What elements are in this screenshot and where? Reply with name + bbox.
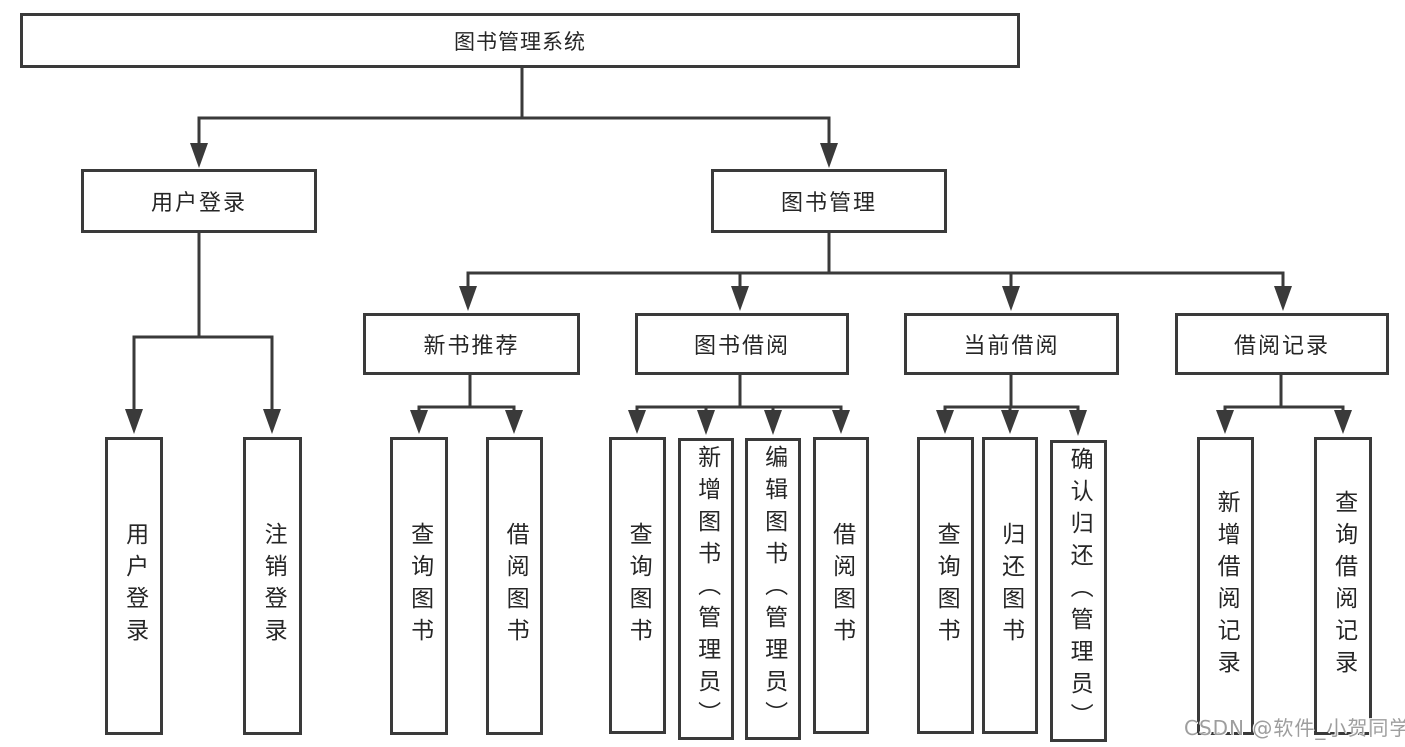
leaf-edit-books-admin-label: 编辑图书（管理员） <box>760 445 787 733</box>
leaf-add-books-admin-label: 新增图书（管理员） <box>693 445 720 733</box>
connector-book-borrowing <box>628 375 850 435</box>
leaf-borrow-books-recommend: 借阅图书 <box>486 437 543 735</box>
leaf-query-books-current-label: 查询图书 <box>933 521 960 650</box>
leaf-user-login: 用户登录 <box>105 437 163 735</box>
connector-current-borrowing <box>936 375 1087 436</box>
leaf-query-borrow-record: 查询借阅记录 <box>1314 437 1372 735</box>
leaf-borrow-books-recommend-label: 借阅图书 <box>502 522 529 650</box>
leaf-confirm-return-admin-label: 确认归还（管理员） <box>1066 447 1093 735</box>
node-borrowing-records-label: 借阅记录 <box>1233 334 1330 359</box>
leaf-borrow-books-borrow-label: 借阅图书 <box>828 521 855 650</box>
node-user-login-label: 用户登录 <box>150 191 247 216</box>
connector-book-management <box>459 233 1292 311</box>
node-book-management: 图书管理 <box>711 169 947 233</box>
leaf-add-borrow-record: 新增借阅记录 <box>1197 437 1254 735</box>
leaf-add-books-admin: 新增图书（管理员） <box>678 438 734 740</box>
node-new-book-recommendation: 新书推荐 <box>363 313 580 375</box>
leaf-query-books-borrow: 查询图书 <box>609 437 666 734</box>
node-new-book-recommendation-label: 新书推荐 <box>423 334 520 359</box>
node-library-system-label: 图书管理系统 <box>454 29 586 54</box>
connector-root <box>190 68 838 168</box>
leaf-confirm-return-admin: 确认归还（管理员） <box>1050 440 1107 742</box>
node-library-system: 图书管理系统 <box>20 13 1020 68</box>
connector-borrowing-records <box>1216 375 1352 434</box>
leaf-query-books-recommend-label: 查询图书 <box>406 522 433 650</box>
connector-user-login <box>125 233 281 434</box>
leaf-return-books: 归还图书 <box>982 437 1038 734</box>
leaf-return-books-label: 归还图书 <box>997 521 1024 650</box>
leaf-logout: 注销登录 <box>243 437 302 735</box>
node-book-borrowing-label: 图书借阅 <box>693 334 790 359</box>
leaf-user-login-label: 用户登录 <box>121 522 148 650</box>
node-book-management-label: 图书管理 <box>780 191 877 216</box>
node-book-borrowing: 图书借阅 <box>635 313 849 375</box>
leaf-edit-books-admin: 编辑图书（管理员） <box>745 438 801 740</box>
leaf-query-borrow-record-label: 查询借阅记录 <box>1330 490 1357 682</box>
node-user-login: 用户登录 <box>81 169 317 233</box>
connector-new-book-recommendation <box>410 375 523 434</box>
leaf-logout-label: 注销登录 <box>260 522 287 650</box>
leaf-query-books-recommend: 查询图书 <box>390 437 448 735</box>
node-borrowing-records: 借阅记录 <box>1175 313 1389 375</box>
node-current-borrowing-label: 当前借阅 <box>963 334 1060 359</box>
watermark-text: CSDN @软件_小贺同学 <box>1184 716 1405 740</box>
node-current-borrowing: 当前借阅 <box>904 313 1119 375</box>
leaf-query-books-borrow-label: 查询图书 <box>625 521 652 650</box>
leaf-add-borrow-record-label: 新增借阅记录 <box>1213 490 1240 682</box>
leaf-borrow-books-borrow: 借阅图书 <box>813 437 869 734</box>
leaf-query-books-current: 查询图书 <box>917 437 974 734</box>
